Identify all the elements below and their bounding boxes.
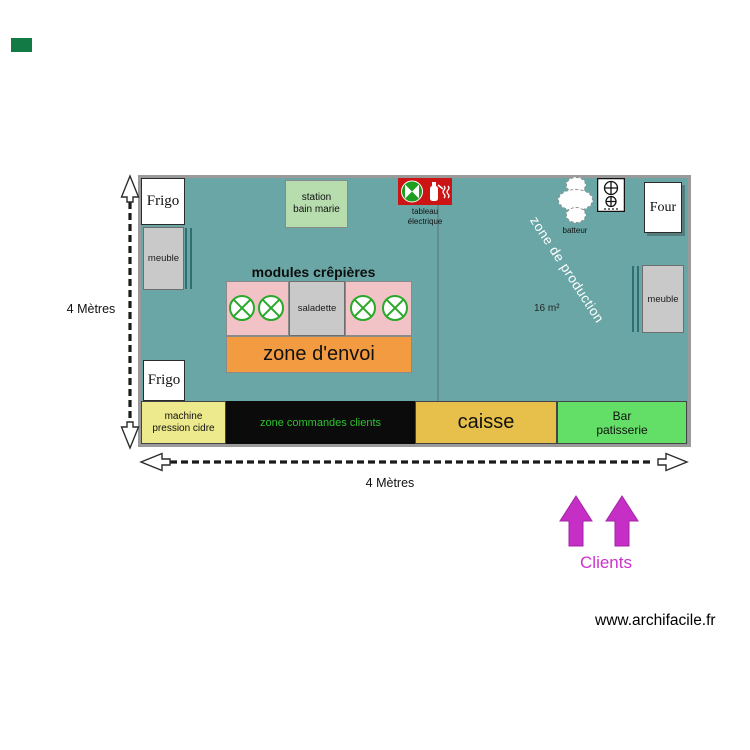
- frigo-top-box[interactable]: Frigo: [141, 178, 185, 225]
- arrow-right-icon: [657, 452, 689, 472]
- stove-icon[interactable]: [596, 177, 626, 213]
- zone-production-label: zone de production: [527, 213, 608, 326]
- batteur-icon[interactable]: [566, 207, 586, 223]
- caisse-box[interactable]: caisse: [415, 401, 557, 444]
- crepe-plate-icon: [381, 294, 409, 322]
- zone-commandes-clients-box[interactable]: zone commandes clients: [226, 401, 415, 444]
- clients-arrow-icon: [559, 495, 593, 547]
- tableau-electrique-icon[interactable]: [398, 178, 452, 205]
- arrow-up-icon: [120, 174, 140, 203]
- frigo-bottom-box[interactable]: Frigo: [143, 360, 185, 401]
- saladette-box[interactable]: saladette: [289, 281, 345, 336]
- height-dimension-label: 4 Mètres: [66, 302, 116, 316]
- station-label-line2: bain marie: [293, 204, 340, 215]
- arrow-down-icon: [120, 421, 140, 450]
- saladette-label: saladette: [297, 303, 337, 314]
- bar-patisserie-box[interactable]: Bar patisserie: [557, 401, 687, 444]
- batteur-label: batteur: [562, 226, 588, 235]
- wall-divider: [437, 178, 439, 401]
- machine-label-line1: machine: [164, 410, 203, 422]
- tableau-electrique-label: tableau électrique: [391, 207, 459, 226]
- bar-label-line2: patisserie: [596, 422, 648, 437]
- station-bain-marie-box[interactable]: station bain marie: [285, 180, 348, 228]
- zone-envoi-box[interactable]: zone d'envoi: [226, 336, 412, 373]
- machine-pression-cidre-box[interactable]: machine pression cidre: [141, 401, 226, 444]
- clients-arrow-icon: [605, 495, 639, 547]
- caisse-label: caisse: [457, 411, 515, 433]
- clients-label: Clients: [580, 553, 632, 572]
- machine-label-line2: pression cidre: [152, 422, 215, 434]
- green-marker: [11, 38, 32, 52]
- station-label-line1: station: [301, 192, 332, 203]
- crepe-plate-icon: [228, 294, 256, 322]
- four-label: Four: [649, 199, 677, 215]
- meuble-left-label: meuble: [147, 253, 180, 264]
- arrow-left-icon: [139, 452, 171, 472]
- crepe-plate-icon: [349, 294, 377, 322]
- modules-crepieres-title: modules crêpières: [251, 264, 376, 280]
- width-dimension-label: 4 Mètres: [365, 476, 415, 490]
- tableau-label-line1: tableau: [411, 207, 439, 216]
- meuble-left-box[interactable]: meuble: [143, 227, 184, 290]
- zone-envoi-label: zone d'envoi: [263, 343, 375, 365]
- tableau-label-line2: électrique: [407, 216, 443, 226]
- four-box[interactable]: Four: [644, 182, 682, 233]
- bar-label-line1: Bar: [612, 408, 632, 423]
- meuble-left-shelf-lines: [185, 228, 194, 289]
- meuble-right-shelf-lines: [632, 266, 641, 332]
- crepe-plate-icon: [257, 294, 285, 322]
- frigo-top-label: Frigo: [146, 193, 180, 209]
- archifacile-watermark: www.archifacile.fr: [595, 612, 716, 629]
- room-area-label: 16 m²: [534, 303, 560, 314]
- room-crêperie[interactable]: Frigo meuble station bain marie t: [138, 175, 691, 447]
- commandes-label: zone commandes clients: [259, 416, 382, 429]
- meuble-right-label: meuble: [647, 293, 679, 305]
- frigo-bottom-label: Frigo: [147, 372, 181, 388]
- meuble-right-box[interactable]: meuble: [642, 265, 684, 333]
